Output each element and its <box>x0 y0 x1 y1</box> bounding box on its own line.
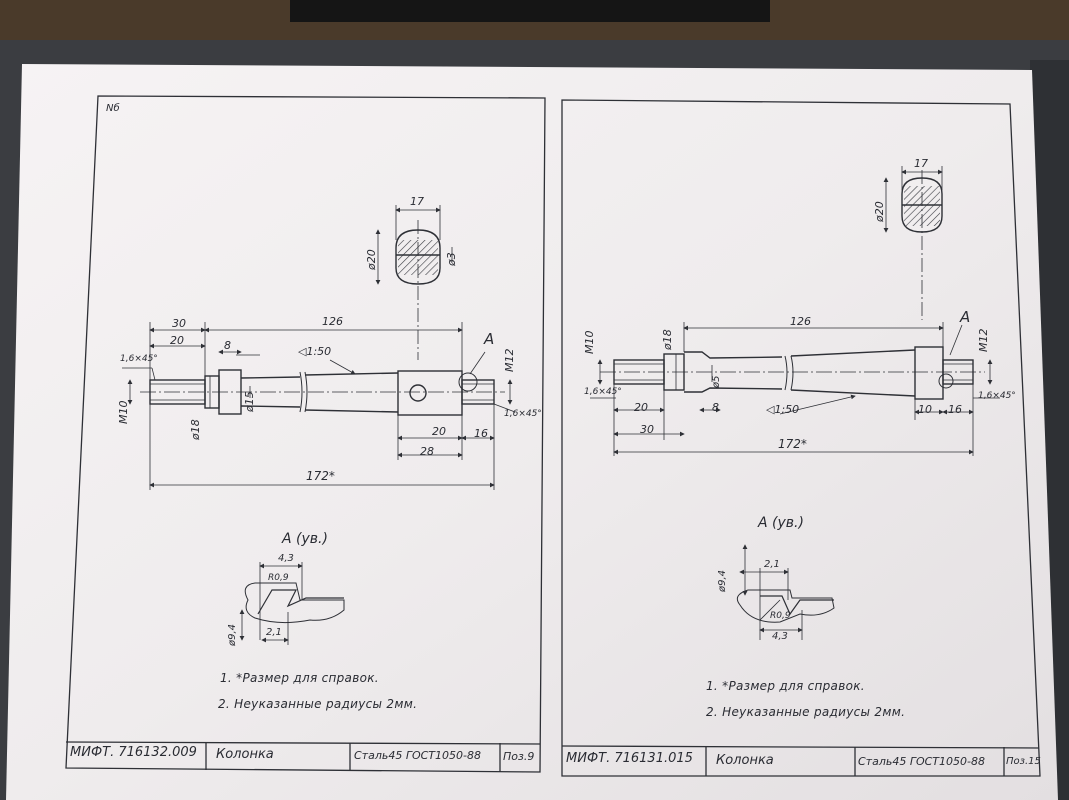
view-mark-a: A <box>960 308 971 326</box>
detail-dim-r09: R0,9 <box>268 573 289 583</box>
dim-len-30: 30 <box>172 317 186 330</box>
dim-dia-18: ø18 <box>189 419 202 440</box>
dim-len-30: 30 <box>640 423 654 436</box>
detail-dim-43: 4,3 <box>772 631 788 642</box>
titleblock-name: Колонка <box>216 747 274 762</box>
view-mark-a: A <box>484 330 495 348</box>
dim-chamfer-right: 1,6×45° <box>978 391 1016 401</box>
dim-len-20-left: 20 <box>170 334 184 347</box>
titleblock-code: МИФТ. 716132.009 <box>70 745 197 760</box>
left-part-drawing <box>122 205 516 645</box>
corner-mark: Nб <box>106 103 120 114</box>
dim-total-length: 172* <box>306 469 335 483</box>
dim-dia-20: ø20 <box>365 249 378 270</box>
dim-taper: ◁1:50 <box>298 345 332 358</box>
dim-dia-18: ø18 <box>661 329 674 350</box>
dim-thread-right: M12 <box>977 328 990 353</box>
dim-width-17: 17 <box>410 195 424 208</box>
dim-len-20-right: 20 <box>432 425 446 438</box>
dim-total-length: 172* <box>778 437 807 451</box>
detail-dim-43: 4,3 <box>278 553 294 564</box>
detail-dim-21: 2,1 <box>764 559 780 570</box>
dim-thread-left: M10 <box>583 330 596 355</box>
detail-view-title: A (ув.) <box>282 531 328 547</box>
dim-len-10: 10 <box>918 403 932 416</box>
left-frame <box>65 95 546 773</box>
titleblock-material: Сталь45 ГОСТ1050-88 <box>858 755 985 768</box>
detail-dim-94: ø9,4 <box>227 623 238 646</box>
dim-taper: ◁1:50 <box>766 403 800 416</box>
dim-len-16: 16 <box>474 427 488 440</box>
right-frame <box>561 99 1041 777</box>
dim-len-28: 28 <box>420 445 434 458</box>
dim-len-16: 16 <box>948 403 962 416</box>
dim-dia-20: ø20 <box>873 201 886 222</box>
detail-dim-r09: R0,9 <box>770 611 791 621</box>
dim-dia-15: ø15 <box>243 391 256 412</box>
dark-object <box>290 0 770 22</box>
dim-thread-left: M10 <box>117 400 130 425</box>
dim-len-126: 126 <box>322 315 343 328</box>
dim-len-8: 8 <box>224 339 231 352</box>
dim-chamfer-left: 1,6×45° <box>120 354 158 364</box>
dim-width-17: 17 <box>914 157 928 170</box>
note-2: 2. Неуказанные радиусы 2мм. <box>706 705 906 719</box>
dim-chamfer-right: 1,6×45° <box>504 409 542 419</box>
paper-sheet <box>6 64 1058 800</box>
detail-view-title: A (ув.) <box>758 515 804 531</box>
dim-len-20: 20 <box>634 401 648 414</box>
titleblock-code: МИФТ. 716131.015 <box>566 751 693 766</box>
dim-chamfer-left: 1,6×45° <box>584 387 622 397</box>
right-part-drawing <box>590 166 1000 640</box>
dim-len-8: 8 <box>712 401 719 414</box>
dim-len-126: 126 <box>790 315 811 328</box>
dim-dia-5: ø5 <box>711 375 722 388</box>
titleblock-position: Поз.9 <box>503 750 535 763</box>
note-1: 1. *Размер для справок. <box>706 679 865 693</box>
note-1: 1. *Размер для справок. <box>220 671 379 685</box>
note-2: 2. Неуказанные радиусы 2мм. <box>218 697 418 711</box>
titleblock-name: Колонка <box>716 753 774 768</box>
dim-thread-right: M12 <box>503 348 516 373</box>
dim-dia-3: ø3 <box>445 252 458 266</box>
detail-dim-94: ø9,4 <box>717 569 728 592</box>
titleblock-position: Поз.15 <box>1006 756 1041 767</box>
titleblock-material: Сталь45 ГОСТ1050-88 <box>354 749 481 762</box>
detail-dim-21: 2,1 <box>266 627 282 638</box>
